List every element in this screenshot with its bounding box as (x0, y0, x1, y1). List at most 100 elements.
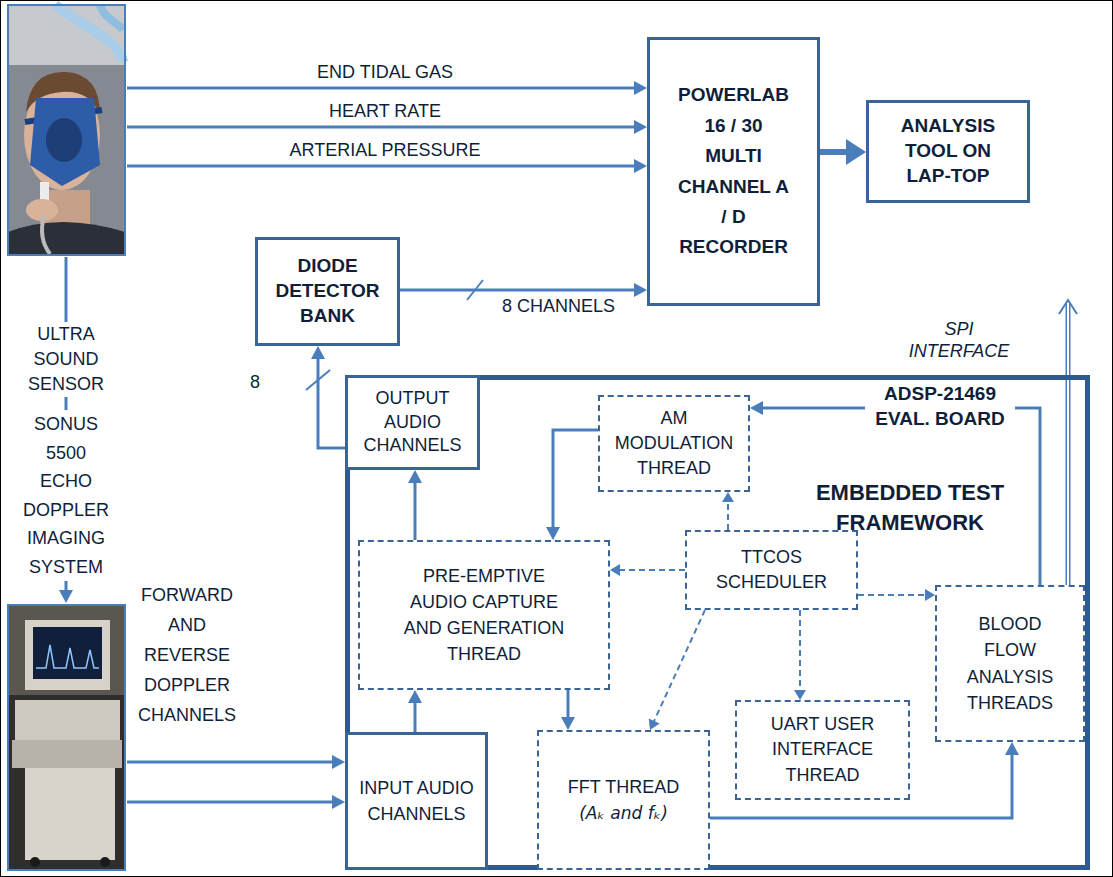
box-text: DIODE DETECTOR BANK (264, 254, 392, 328)
board-frame: ADSP-21469 EVAL. BOARD OUTPUT AUDIO CHANN… (345, 375, 1090, 870)
laptop-box: ANALYSIS TOOL ON LAP-TOP (866, 100, 1030, 203)
arrow-head (722, 492, 734, 502)
text-group: TTCOS SCHEDULER (697, 545, 847, 595)
photo-wall (8, 605, 125, 695)
thread-box: UART USER INTERFACE THREAD (735, 700, 910, 800)
text-group: POWERLAB 16 / 30 MULTI CHANNEL A / D REC… (678, 80, 790, 262)
text-group: PRE-EMPTIVE AUDIO CAPTURE AND GENERATION… (394, 563, 574, 667)
device-label: SONUS 5500 ECHO DOPPLER IMAGING SYSTEM (20, 410, 112, 581)
photo-border (8, 605, 125, 870)
arrow-head (1059, 300, 1077, 314)
signal-arrows (59, 81, 1077, 809)
arrow-head (1005, 742, 1019, 755)
scheduler-box: TTCOS SCHEDULER (685, 530, 858, 610)
connector (722, 492, 734, 530)
text-group: ANALYSIS TOOL ON LAP-TOP (893, 114, 1003, 188)
arrow-head (634, 120, 647, 134)
connector (794, 610, 806, 700)
photo-border (8, 5, 125, 255)
text-group: OUTPUT AUDIO CHANNELS (353, 387, 473, 457)
signal-line (127, 761, 333, 764)
box-text: PRE-EMPTIVE AUDIO CAPTURE AND GENERATION… (394, 563, 574, 667)
text-group: BLOOD FLOW ANALYSIS THREADS (955, 611, 1065, 715)
connector-line (553, 430, 598, 528)
breathing-tube (55, 5, 123, 62)
arrow-head (332, 795, 345, 809)
recorder-box: POWERLAB 16 / 30 MULTI CHANNEL A / D REC… (647, 37, 820, 306)
arrow-head (634, 81, 647, 95)
signal-line (127, 87, 635, 90)
console (15, 700, 120, 740)
connector (546, 430, 598, 540)
wheel (30, 857, 40, 867)
spi-line-core (1067, 303, 1069, 586)
patient-photo (8, 5, 125, 255)
arrow-head (408, 690, 422, 703)
box-text: INPUT AUDIO CHANNELS (357, 775, 477, 827)
connector (649, 610, 705, 730)
arrow-head (634, 159, 647, 173)
connector-line (654, 610, 705, 722)
text-group: ADSP-21469 EVAL. BOARD (865, 382, 1015, 431)
thread-box: FFT THREAD(Aₖ and fₖ) (537, 730, 710, 870)
arrow-head (649, 718, 660, 730)
edge-label: 8 (250, 372, 260, 393)
box-subtext: (Aₖ and fₖ) (568, 801, 679, 827)
text-group: AM MODULATION THREAD (604, 406, 744, 482)
signal-name: END TIDAL GAS (285, 62, 485, 83)
connector-line (858, 594, 926, 596)
output-box: OUTPUT AUDIO CHANNELS (345, 375, 480, 470)
connector-line (414, 482, 417, 540)
breathing-tube (100, 5, 123, 30)
wheel (100, 857, 110, 867)
box-text: OUTPUT AUDIO CHANNELS (353, 387, 473, 457)
keyboard (12, 740, 122, 768)
doppler-photo (8, 605, 125, 870)
signal-line (127, 126, 635, 129)
thread-box: PRE-EMPTIVE AUDIO CAPTURE AND GENERATION… (358, 540, 610, 690)
connector-line (727, 501, 729, 530)
cabinet (25, 768, 115, 860)
monitor-screen (33, 627, 102, 679)
arrow-head (408, 470, 422, 483)
photo-wall (8, 5, 125, 65)
text-group: UART USER INTERFACE THREAD (748, 712, 898, 788)
signal-name: ARTERIAL PRESSURE (275, 140, 495, 161)
connector-line (414, 702, 417, 732)
arrow-head (846, 139, 866, 165)
spi-line (1066, 303, 1071, 586)
connector (610, 564, 685, 576)
connector (858, 589, 935, 601)
arrow-head (561, 717, 575, 730)
box-text: TTCOS SCHEDULER (697, 545, 847, 595)
arrow-head (59, 590, 73, 603)
photo-ground (8, 605, 125, 870)
text-group: INPUT AUDIO CHANNELS (357, 775, 477, 827)
connector (408, 470, 422, 540)
arrow-head (634, 283, 647, 297)
box-text: ADSP-21469 EVAL. BOARD (865, 382, 1015, 431)
arrow-head (610, 564, 620, 576)
arrow-head (925, 589, 935, 601)
signal-name: HEART RATE (285, 101, 485, 122)
photo-ground (8, 5, 125, 255)
channel-label: FORWARD AND REVERSE DOPPLER CHANNELS (130, 580, 244, 730)
arrow-head (332, 755, 345, 769)
box-text: UART USER INTERFACE THREAD (748, 712, 898, 788)
arrow-head (794, 690, 806, 700)
connector-line (799, 610, 801, 691)
text-group: DIODE DETECTOR BANK (264, 254, 392, 328)
shirt (8, 222, 125, 255)
connector-line (619, 569, 685, 571)
connector-line (318, 358, 345, 448)
thread-box: BLOOD FLOW ANALYSIS THREADS (935, 585, 1085, 742)
edge-label: 8 CHANNELS (502, 296, 615, 317)
connector (408, 690, 422, 732)
box-text: AM MODULATION THREAD (604, 406, 744, 482)
connector-line (567, 690, 570, 718)
connector-line (400, 289, 635, 292)
connector (561, 690, 575, 730)
detector-box: DIODE DETECTOR BANK (255, 237, 400, 346)
arrow-head (311, 346, 325, 359)
